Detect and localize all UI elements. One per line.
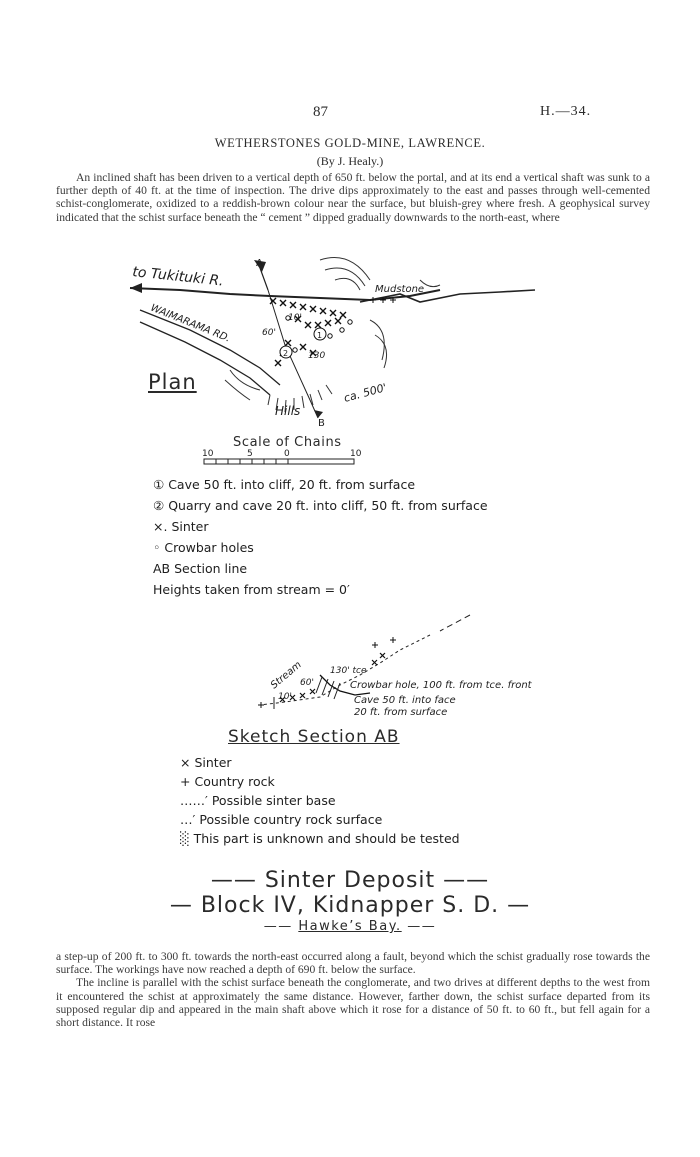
legend-text: Quarry and cave 20 ft. into cliff, 50 ft… (168, 498, 488, 513)
cave-1-marker (313, 327, 327, 341)
section-sketch: Stream 130' tce 60' 10' Crowbar hole, 10… (258, 614, 533, 718)
legend-item: ․․․′ Possible country rock surface (180, 810, 460, 829)
legend-item: ……′ Possible sinter base (180, 791, 460, 810)
plan-legend: ① Cave 50 ft. into cliff, 20 ft. from su… (153, 474, 488, 600)
sinter-icon: ×. (153, 519, 168, 534)
deposit-line-1: Sinter Deposit (264, 868, 436, 893)
article-paragraph-2: a step-up of 200 ft. to 300 ft. towards … (56, 950, 650, 1029)
sinter-crosses (279, 652, 386, 703)
legend-item: Heights taken from stream = 0′ (153, 579, 488, 600)
unknown-hatch (315, 676, 341, 700)
section-legend: × Sinter + Country rock ……′ Possible sin… (180, 753, 460, 848)
crowbar-note: Crowbar hole, 100 ft. from tce. front (350, 680, 533, 691)
legend-item: × Sinter (180, 753, 460, 772)
marker-2: 2 (283, 349, 288, 358)
height-label: ca. 500' (342, 381, 388, 405)
article-paragraph-1: An inclined shaft has been driven to a v… (56, 171, 650, 224)
cave-1-icon: ① (153, 477, 165, 492)
legend-item: AB Section line (153, 558, 488, 579)
section-depth-label: 10' (278, 692, 292, 702)
legend-text: Possible country rock surface (199, 812, 383, 827)
marker-a-icon (254, 260, 266, 272)
country-rock-icon: + (180, 774, 191, 789)
scale-tick-label: 0 (284, 449, 290, 459)
marker-1: 1 (317, 331, 322, 340)
sinter-icon: × (180, 755, 191, 770)
waimarama-road-line-1 (139, 309, 281, 386)
section-heading: Sketch Section AB (228, 727, 400, 747)
hills-label: Hills (275, 404, 300, 418)
section-line-symbol: AB (153, 561, 171, 576)
cave-2-marker (279, 345, 293, 359)
legend-text: This part is unknown and should be teste… (193, 831, 460, 846)
river-line (359, 289, 536, 303)
country-rock-marks (258, 637, 396, 708)
legend-item: ◦ Crowbar holes (153, 537, 488, 558)
legend-item: + Country rock (180, 772, 460, 791)
scale-tick-label: 5 (247, 449, 253, 459)
sinter-base-icon: ……′ (180, 793, 208, 808)
paragraph-text: a step-up of 200 ft. to 300 ft. towards … (56, 950, 650, 977)
scale-bar: 10 5 0 10 (202, 449, 362, 465)
scale-tick-label: 10 (202, 449, 214, 459)
waimarama-road-line-2 (139, 321, 271, 396)
legend-item: ×. Sinter (153, 516, 488, 537)
sinter-crosses (269, 297, 347, 367)
article-author: (By J. Healy.) (316, 154, 384, 168)
plan-heading: Plan (148, 370, 197, 394)
waimarama-label: WAIMARAMA RD. (149, 303, 232, 345)
deposit-line-2: Block IV, Kidnapper S. D. (200, 893, 500, 918)
marker-b: B (318, 418, 325, 429)
hill-hachures (224, 257, 441, 413)
marker-a: A (256, 258, 263, 269)
paragraph-text: The incline is parallel with the schist … (56, 976, 650, 1030)
scale-title: Scale of Chains (233, 435, 342, 450)
article-title: WETHERSTONES GOLD-MINE, LAWRENCE. (214, 136, 486, 150)
scale-tick-label: 10 (350, 449, 362, 459)
paragraph-text: An inclined shaft has been driven to a v… (56, 171, 650, 224)
cave-2-icon: ② (153, 498, 165, 513)
tce-label: 130' tce (330, 666, 367, 676)
mudstone-marks (370, 297, 396, 303)
legend-text: Crowbar holes (164, 540, 254, 555)
cave-note-1: Cave 50 ft. into face (354, 695, 456, 706)
legend-text: Sinter (194, 755, 232, 770)
crowbar-hole-icon: ◦ (153, 540, 161, 555)
legend-text: Heights taken from stream = 0′ (153, 582, 350, 597)
document-reference: H.—34. (540, 104, 592, 119)
angle-10-label: 10' (288, 313, 302, 323)
deposit-title: —— Sinter Deposit —— (210, 868, 490, 893)
legend-text: Sinter (171, 519, 209, 534)
legend-text: Country rock (194, 774, 275, 789)
stream-label: Stream (269, 659, 304, 691)
legend-item: ② Quarry and cave 20 ft. into cliff, 50 … (153, 495, 488, 516)
depth-130-label: 130 (308, 351, 325, 361)
plan-map: A 1 2 to Tukituki R. WAIMARAMA RD. Mudst… (129, 257, 536, 429)
unknown-hatch-icon: ░ (180, 831, 190, 846)
section-line-ab (267, 289, 319, 419)
legend-text: Possible sinter base (211, 793, 336, 808)
crowbar-holes (285, 315, 353, 353)
deposit-subtitle: — Block IV, Kidnapper S. D. — (169, 893, 531, 918)
road-line (129, 287, 441, 302)
rock-surface-icon: ․․․′ (180, 812, 196, 827)
legend-text: Cave 50 ft. into cliff, 20 ft. from surf… (168, 477, 416, 492)
deposit-line-3: Hawke’s Bay. (298, 919, 402, 934)
legend-item: ░ This part is unknown and should be tes… (180, 829, 460, 848)
cave-note-2: 20 ft. from surface (354, 707, 447, 718)
section-line-a (259, 267, 269, 291)
angle-60-label: 60' (262, 328, 276, 338)
marker-b-icon (314, 410, 323, 418)
deposit-location: —— Hawke’s Bay. —— (263, 919, 437, 934)
legend-text: Section line (174, 561, 248, 576)
section-angle-label: 60' (300, 678, 314, 688)
page-number: 87 (313, 104, 328, 120)
road-label: to Tukituki R. (132, 264, 225, 289)
legend-item: ① Cave 50 ft. into cliff, 20 ft. from su… (153, 474, 488, 495)
road-arrow-icon (130, 283, 142, 293)
mudstone-label: Mudstone (375, 284, 424, 295)
